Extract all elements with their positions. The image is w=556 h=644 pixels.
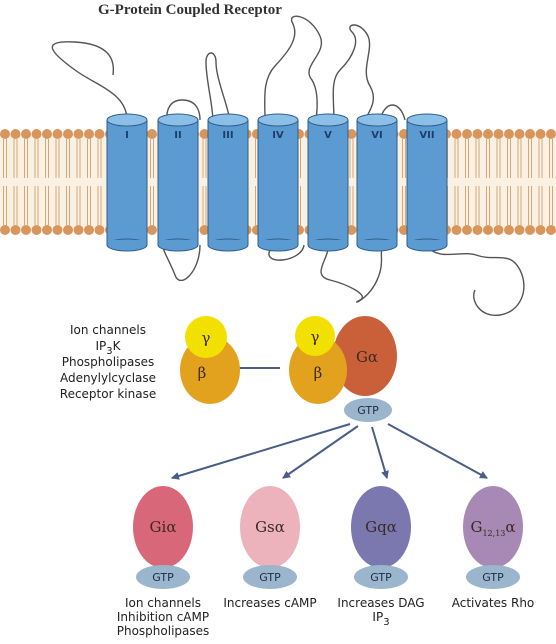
effect-gi-line-2: Inhibition cAMP bbox=[117, 610, 209, 624]
helix-label-3: III bbox=[222, 130, 233, 141]
helix-3: III bbox=[207, 113, 249, 252]
helix-7: VII bbox=[406, 113, 448, 252]
receptor-loop-2 bbox=[166, 99, 201, 121]
receptor-loop-7 bbox=[161, 244, 201, 282]
helix-5: V bbox=[307, 113, 349, 252]
receptor-loop-4 bbox=[264, 15, 323, 121]
helix-6: VI bbox=[356, 113, 398, 252]
gtp-g1213 bbox=[466, 565, 520, 589]
effector-phospholipases: Phospholipases bbox=[62, 355, 155, 369]
alpha-gs-label: Gsα bbox=[255, 518, 285, 536]
alpha-gq-label: Gqα bbox=[365, 518, 397, 536]
heterotrimer-g-protein: γ β Gα GTP bbox=[289, 316, 397, 422]
free-gamma-subunit bbox=[185, 316, 227, 358]
helix-label-5: V bbox=[324, 130, 332, 141]
gtp-gs bbox=[243, 565, 297, 589]
receptor-loop-9 bbox=[320, 244, 386, 303]
helix-label-2: II bbox=[174, 130, 181, 141]
helix-4: IV bbox=[257, 113, 299, 252]
gamma-subunit bbox=[295, 316, 335, 356]
arrow-to-gi bbox=[171, 423, 351, 480]
gtp-label-heterotrimer: GTP bbox=[357, 404, 379, 417]
arrow-to-gq bbox=[371, 426, 389, 479]
galpha-label: Gα bbox=[356, 348, 378, 366]
gtp-gq bbox=[354, 565, 408, 589]
receptor-loops bbox=[51, 15, 525, 316]
beta-label: β bbox=[314, 364, 323, 382]
gtp-label-gq: GTP bbox=[370, 571, 392, 584]
alpha-g1213-shape bbox=[463, 486, 523, 568]
gtp-gi bbox=[136, 565, 190, 589]
effector-adenylylcyclase: Adenylylcyclase bbox=[60, 371, 156, 385]
signal-arrows bbox=[171, 364, 488, 480]
free-beta-label: β bbox=[198, 364, 207, 382]
gtp-label-gi: GTP bbox=[152, 571, 174, 584]
receptor-loop-3 bbox=[205, 52, 231, 121]
gtp-label-gs: GTP bbox=[259, 571, 281, 584]
gtp-bound-heterotrimer bbox=[344, 398, 392, 422]
receptor-loop-5 bbox=[332, 24, 374, 121]
effector-receptor-kinase: Receptor kinase bbox=[60, 387, 156, 401]
alpha-g1213-label: G12,13α bbox=[470, 518, 515, 538]
arrow-to-g1213 bbox=[387, 423, 488, 479]
alpha-gs-shape bbox=[240, 486, 300, 568]
effector-ion-channels: Ion channels bbox=[70, 323, 146, 337]
left-effector-list: Ion channels IP3K Phospholipases Adenyly… bbox=[60, 323, 156, 401]
alpha-gi-shape bbox=[133, 486, 193, 568]
alpha-gq-shape bbox=[351, 486, 411, 568]
effector-ip3k: IP3K bbox=[95, 339, 121, 357]
helix-label-1: I bbox=[125, 130, 129, 141]
helix-label-6: VI bbox=[371, 130, 382, 141]
effect-gq-line-2: IP3 bbox=[372, 610, 389, 628]
effect-gq-line-1: Increases DAG bbox=[337, 596, 424, 610]
beta-subunit bbox=[289, 336, 347, 404]
receptor-loop-1 bbox=[51, 41, 128, 119]
receptor-loop-10 bbox=[424, 244, 525, 316]
diagram-title: G-Protein Coupled Receptor bbox=[98, 2, 282, 18]
arrow-to-gs bbox=[282, 425, 359, 479]
effect-g1213-line-1: Activates Rho bbox=[452, 596, 535, 610]
helix-label-7: VII bbox=[419, 130, 434, 141]
gtp-label-g1213: GTP bbox=[482, 571, 504, 584]
effect-gi-line-3: Phospholipases bbox=[117, 624, 210, 638]
alpha-gi-label: Giα bbox=[150, 518, 177, 536]
free-gamma-label: γ bbox=[202, 329, 211, 347]
helix-1: I bbox=[106, 113, 148, 252]
free-beta-gamma-dimer: γ β bbox=[180, 316, 240, 404]
galpha-subunit bbox=[333, 316, 397, 396]
helix-2: II bbox=[157, 113, 199, 252]
effect-gs-line-1: Increases cAMP bbox=[223, 596, 316, 610]
helix-label-4: IV bbox=[272, 130, 284, 141]
gamma-label: γ bbox=[311, 328, 320, 346]
effect-gi-line-1: Ion channels bbox=[125, 596, 201, 610]
